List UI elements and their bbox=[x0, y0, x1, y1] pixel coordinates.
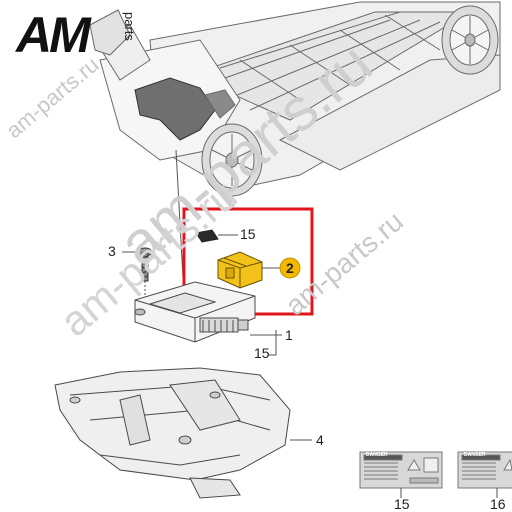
label-number-16: 16 bbox=[490, 496, 506, 512]
warning-label-15 bbox=[359, 451, 443, 489]
warning-label-16 bbox=[457, 451, 512, 489]
callout-part-15-pad: 15 bbox=[240, 226, 256, 242]
bracket-part-2 bbox=[217, 251, 263, 289]
callout-part-1: 1 bbox=[285, 327, 293, 343]
callout-part-4: 4 bbox=[316, 432, 324, 448]
vehicle-chassis bbox=[89, 1, 501, 197]
brand-logo: AM parts bbox=[16, 7, 156, 63]
callout-part-3: 3 bbox=[108, 243, 116, 259]
warning-label-heading-15: DANGER bbox=[366, 452, 388, 458]
callout-part-15-unit: 15 bbox=[254, 345, 270, 361]
pad-part-15 bbox=[195, 229, 219, 243]
control-unit-part-1 bbox=[134, 281, 256, 343]
subframe-part-4 bbox=[54, 367, 291, 499]
part-2-badge bbox=[279, 257, 301, 279]
callout-part-2: 2 bbox=[286, 260, 294, 276]
label-number-15: 15 bbox=[394, 496, 410, 512]
logo-text: AM bbox=[16, 7, 91, 63]
warning-label-heading-16: DANGER bbox=[464, 452, 486, 458]
logo-subtext: parts bbox=[122, 12, 137, 41]
bolt-part-3 bbox=[137, 247, 153, 282]
